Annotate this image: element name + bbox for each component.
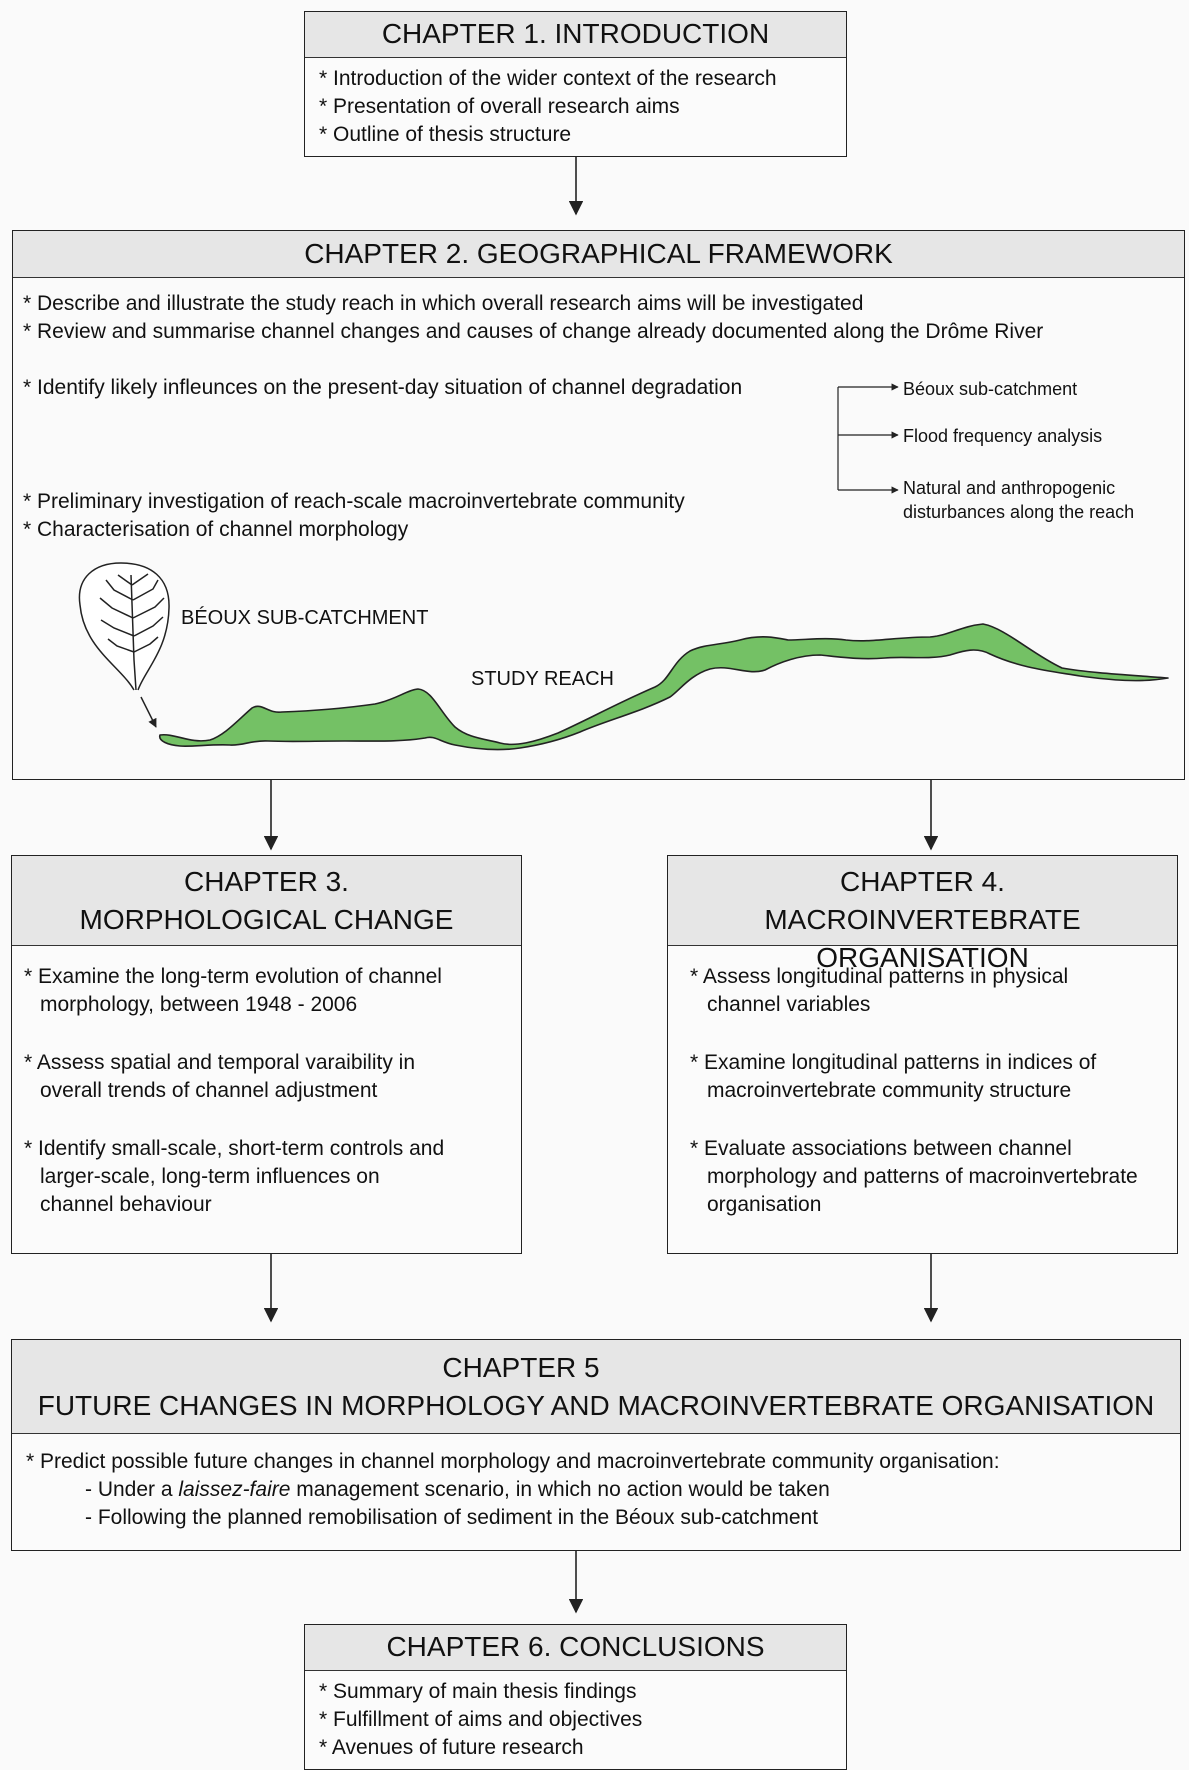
ch5-sub2: - Following the planned remobilisation o… <box>85 1506 819 1529</box>
ch3-line: * Examine the long-term evolution of cha… <box>24 965 442 988</box>
map-label-catchment: BÉOUX SUB-CATCHMENT <box>181 607 429 629</box>
catchment-leaf-icon <box>78 562 170 691</box>
chapter-5-header: CHAPTER 5 FUTURE CHANGES IN MORPHOLOGY A… <box>12 1340 1180 1434</box>
chapter-3-box: CHAPTER 3. MORPHOLOGICAL CHANGE * Examin… <box>11 855 522 1254</box>
ch2-item: * Characterisation of channel morphology <box>23 518 409 541</box>
influence-disturbances-2: disturbances along the reach <box>903 502 1135 522</box>
chapter-6-title: CHAPTER 6. CONCLUSIONS <box>386 1631 765 1662</box>
chapter-2-box: CHAPTER 2. GEOGRAPHICAL FRAMEWORK * Desc… <box>12 230 1185 780</box>
ch3-line: morphology, between 1948 - 2006 <box>40 993 358 1016</box>
chapter-6-header: CHAPTER 6. CONCLUSIONS <box>305 1625 846 1671</box>
chapter-5-box: CHAPTER 5 FUTURE CHANGES IN MORPHOLOGY A… <box>11 1339 1181 1551</box>
ch4-line: * Assess longitudinal patterns in physic… <box>690 965 1069 988</box>
ch2-item: * Review and summarise channel changes a… <box>23 320 1044 343</box>
ch3-line: * Assess spatial and temporal varaibilit… <box>24 1051 416 1074</box>
influence-disturbances-1: Natural and anthropogenic <box>903 478 1116 498</box>
ch2-item: * Preliminary investigation of reach-sca… <box>23 490 685 513</box>
chapter-5-title-line1: CHAPTER 5 <box>442 1352 600 1383</box>
ch5-sub1-post: management scenario, in which no action … <box>290 1478 830 1501</box>
ch5-intro: * Predict possible future changes in cha… <box>26 1450 1000 1473</box>
catchment-arrow <box>140 696 157 728</box>
ch4-line: morphology and patterns of macroinverteb… <box>707 1165 1138 1188</box>
ch4-line: organisation <box>707 1193 822 1216</box>
study-reach-river <box>158 623 1169 751</box>
ch1-item: * Presentation of overall research aims <box>319 95 680 118</box>
ch6-item: * Summary of main thesis findings <box>319 1680 637 1703</box>
ch2-item: * Describe and illustrate the study reac… <box>23 292 864 315</box>
ch3-line: * Identify small-scale, short-term contr… <box>24 1137 445 1160</box>
ch6-item: * Fulfillment of aims and objectives <box>319 1708 643 1731</box>
ch4-line: macroinvertebrate community structure <box>707 1079 1072 1102</box>
chapter-3-title-line1: CHAPTER 3. <box>184 866 349 897</box>
ch5-sub1-pre: - Under a <box>85 1478 179 1501</box>
chapter-2-title: CHAPTER 2. GEOGRAPHICAL FRAMEWORK <box>304 238 893 269</box>
ch3-line: channel behaviour <box>40 1193 212 1216</box>
chapter-6-box: CHAPTER 6. CONCLUSIONS * Summary of main… <box>304 1624 847 1770</box>
chapter-1-box: CHAPTER 1. INTRODUCTION * Introduction o… <box>304 11 847 157</box>
chapter-4-header: CHAPTER 4. MACROINVERTEBRATE ORGANISATIO… <box>668 856 1177 973</box>
chapter-2-header: CHAPTER 2. GEOGRAPHICAL FRAMEWORK <box>13 231 1184 278</box>
influence-beoux: Béoux sub-catchment <box>903 379 1078 399</box>
ch4-line: channel variables <box>707 993 871 1016</box>
ch3-line: overall trends of channel adjustment <box>40 1079 378 1102</box>
ch2-item: * Identify likely infleunces on the pres… <box>23 376 743 399</box>
ch4-line: * Examine longitudinal patterns in indic… <box>690 1051 1097 1074</box>
ch3-line: larger-scale, long-term influences on <box>40 1165 380 1188</box>
ch1-item: * Introduction of the wider context of t… <box>319 67 777 90</box>
chapter-4-title-line2: MACROINVERTEBRATE ORGANISATION <box>764 904 1081 973</box>
ch4-line: * Evaluate associations between channel <box>690 1137 1072 1160</box>
chapter-1-title: CHAPTER 1. INTRODUCTION <box>381 18 770 49</box>
chapter-3-title-line2: MORPHOLOGICAL CHANGE <box>79 904 454 935</box>
ch6-item: * Avenues of future research <box>319 1736 584 1759</box>
influence-flood: Flood frequency analysis <box>903 426 1103 446</box>
chapter-4-box: CHAPTER 4. MACROINVERTEBRATE ORGANISATIO… <box>667 855 1178 1254</box>
influences-bracket <box>837 383 899 494</box>
chapter-1-header: CHAPTER 1. INTRODUCTION <box>305 12 846 58</box>
ch5-sub1: - Under a laissez-faire management scena… <box>85 1476 830 1505</box>
chapter-3-header: CHAPTER 3. MORPHOLOGICAL CHANGE <box>12 856 521 946</box>
chapter-5-title-line2: FUTURE CHANGES IN MORPHOLOGY AND MACROIN… <box>37 1390 1155 1421</box>
ch5-sub1-emphasis: laissez-faire <box>178 1478 291 1501</box>
chapter-4-title-line1: CHAPTER 4. <box>840 866 1005 897</box>
map-label-study-reach: STUDY REACH <box>471 668 614 690</box>
ch1-item: * Outline of thesis structure <box>319 123 572 146</box>
